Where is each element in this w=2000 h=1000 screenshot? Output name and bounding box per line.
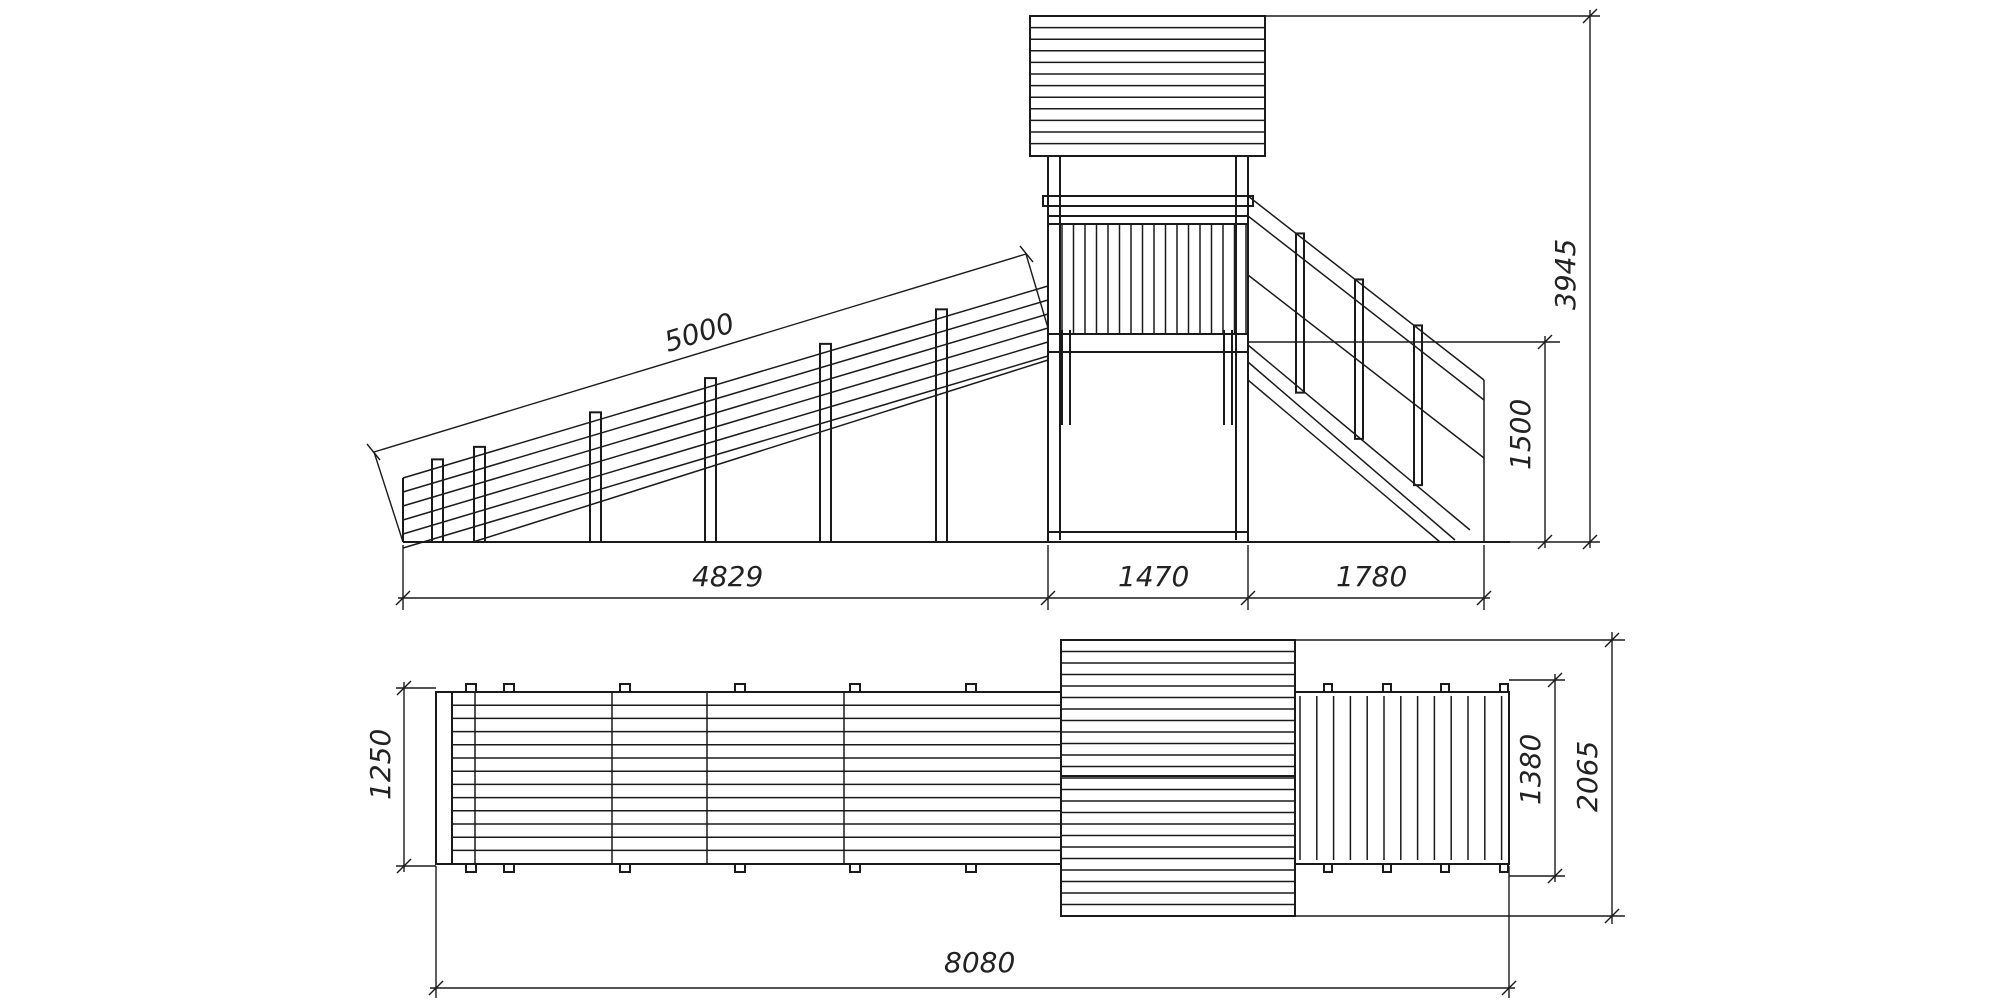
- ramp-post-bottom: [849, 863, 861, 873]
- ramp: [402, 285, 1049, 549]
- ramp-post: [473, 445, 486, 543]
- stair-rail: [1247, 344, 1471, 531]
- ramp-post-top: [965, 683, 977, 693]
- stair-post-bottom: [1499, 863, 1509, 873]
- plan-ramp: [435, 683, 1062, 873]
- dim-text-total-length: 8080: [944, 946, 1015, 979]
- stair-rail: [1247, 379, 1441, 543]
- ramp-rail: [402, 341, 1049, 535]
- dim-text-ramp-width: 1250: [364, 729, 397, 800]
- ramp-post-top: [619, 683, 631, 693]
- roof: [1029, 15, 1266, 157]
- ramp-post-bottom: [965, 863, 977, 873]
- stair-rail: [1247, 195, 1485, 381]
- plan-view: 1250 1380 2065 8080: [364, 632, 1625, 998]
- ramp-post-top: [849, 683, 861, 693]
- stair-post: [1413, 324, 1423, 487]
- dim-text-ramp-run: 4829: [692, 560, 763, 593]
- tower-railing: [1042, 195, 1254, 353]
- plan-dim-ramp-width: 1250: [364, 680, 436, 874]
- ramp-post-bottom: [619, 863, 631, 873]
- stair-post-bottom: [1440, 863, 1450, 873]
- dim-heights: 1500 3945: [1248, 8, 1600, 550]
- dim-text-platform-width: 1470: [1118, 560, 1189, 593]
- ramp-post: [704, 377, 717, 543]
- stair-rail: [1247, 215, 1485, 401]
- ramp-post-bottom: [734, 863, 746, 873]
- stair-post-top: [1382, 683, 1392, 693]
- stair-post: [1354, 278, 1364, 440]
- dim-bottom-chain: 4829 1470 1780: [395, 545, 1492, 610]
- ramp-post: [431, 458, 444, 543]
- plan-dim-platform-depth: 2065: [1295, 632, 1625, 924]
- plan-dim-stair-width: 1380: [1509, 672, 1565, 884]
- dim-text-stair-run: 1780: [1336, 560, 1407, 593]
- dim-text-platform-depth: 2065: [1571, 741, 1604, 812]
- ramp-rail: [402, 313, 1049, 507]
- stair-rail: [1247, 361, 1456, 541]
- ramp-post-bottom: [465, 863, 477, 873]
- stair-post: [1295, 232, 1305, 394]
- stair-post-top: [1499, 683, 1509, 693]
- ramp-post: [819, 342, 832, 544]
- tower-posts: [1047, 156, 1249, 540]
- plan-stairs: [1294, 683, 1510, 873]
- dim-text-stair-width: 1380: [1514, 734, 1547, 805]
- platform-base: [1047, 531, 1249, 543]
- ramp-post-top: [734, 683, 746, 693]
- ramp-post-top: [503, 683, 515, 693]
- stairs: [1247, 195, 1510, 543]
- stair-rail: [1247, 274, 1485, 459]
- ramp-rail: [402, 285, 1049, 479]
- dim-slope-length: 5000: [366, 245, 1049, 543]
- plan-dim-total-length: 8080: [428, 866, 1517, 998]
- stair-post-bottom: [1323, 863, 1333, 873]
- dim-text-slope: 5000: [660, 306, 738, 358]
- dim-text-total-height: 3945: [1549, 239, 1582, 310]
- ramp-rail: [402, 299, 1049, 493]
- side-view: 5000 4829 1470 1780: [366, 8, 1600, 610]
- stair-post-top: [1440, 683, 1450, 693]
- stair-post-top: [1323, 683, 1333, 693]
- dim-text-platform-height: 1500: [1504, 399, 1537, 470]
- plan-platform: [1060, 639, 1296, 917]
- ramp-post-top: [465, 683, 477, 693]
- ramp-post-bottom: [503, 863, 515, 873]
- ramp-rail: [402, 355, 1049, 549]
- ramp-rail: [472, 359, 1049, 543]
- stair-post-bottom: [1382, 863, 1392, 873]
- ramp-rail: [402, 327, 1049, 521]
